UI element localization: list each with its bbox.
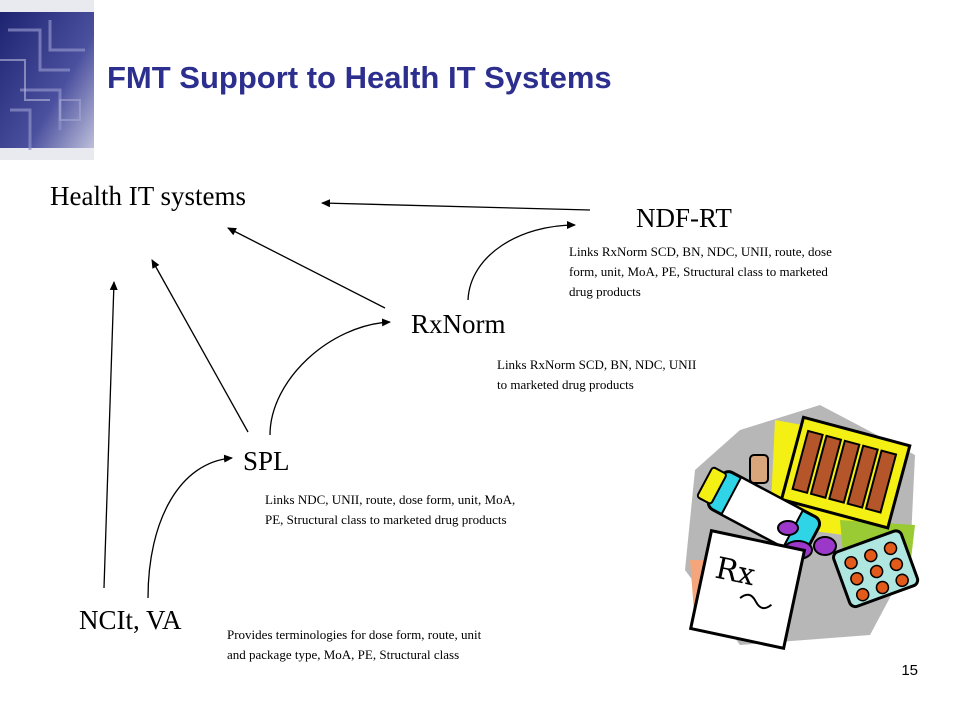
note-ncit-va: Provides terminologies for dose form, ro…	[227, 625, 567, 665]
note-line: to marketed drug products	[497, 377, 634, 392]
note-rxnorm: Links RxNorm SCD, BN, NDC, UNII to marke…	[497, 355, 797, 395]
node-ndf-rt: NDF-RT	[636, 203, 732, 233]
arrow-ncit-to-health-it	[103, 281, 118, 589]
arrow-ndfrt-to-health-it	[321, 199, 591, 211]
arrow-ncit-to-spl	[147, 454, 233, 599]
node-health-it-systems: Health IT systems	[50, 181, 246, 211]
note-line: Links RxNorm SCD, BN, NDC, UNII, route, …	[569, 244, 832, 259]
arrow-spl-to-health-it	[151, 259, 249, 433]
note-ndf-rt: Links RxNorm SCD, BN, NDC, UNII, route, …	[569, 242, 919, 302]
corner-decoration-icon	[0, 0, 94, 160]
arrow-spl-to-rxnorm	[269, 318, 391, 436]
note-line: Links RxNorm SCD, BN, NDC, UNII	[497, 357, 697, 372]
note-line: and package type, MoA, PE, Structural cl…	[227, 647, 460, 662]
note-line: form, unit, MoA, PE, Structural class to…	[569, 264, 828, 279]
note-line: drug products	[569, 284, 641, 299]
node-ncit-va: NCIt, VA	[79, 605, 182, 635]
note-line: Provides terminologies for dose form, ro…	[227, 627, 482, 642]
node-rxnorm: RxNorm	[411, 309, 506, 339]
node-spl: SPL	[243, 446, 290, 476]
arrow-rxnorm-to-ndfrt	[467, 221, 576, 301]
prescription-rx-text: Rx	[712, 551, 758, 593]
note-line: PE, Structural class to marketed drug pr…	[265, 512, 507, 527]
page-number: 15	[901, 662, 918, 679]
note-line: Links NDC, UNII, route, dose form, unit,…	[265, 492, 516, 507]
page-title: FMT Support to Health IT Systems	[107, 60, 612, 95]
arrow-rxnorm-to-health-it	[227, 227, 386, 309]
note-spl: Links NDC, UNII, route, dose form, unit,…	[265, 490, 595, 530]
pharmacy-clipart-icon: Rx	[685, 405, 920, 650]
